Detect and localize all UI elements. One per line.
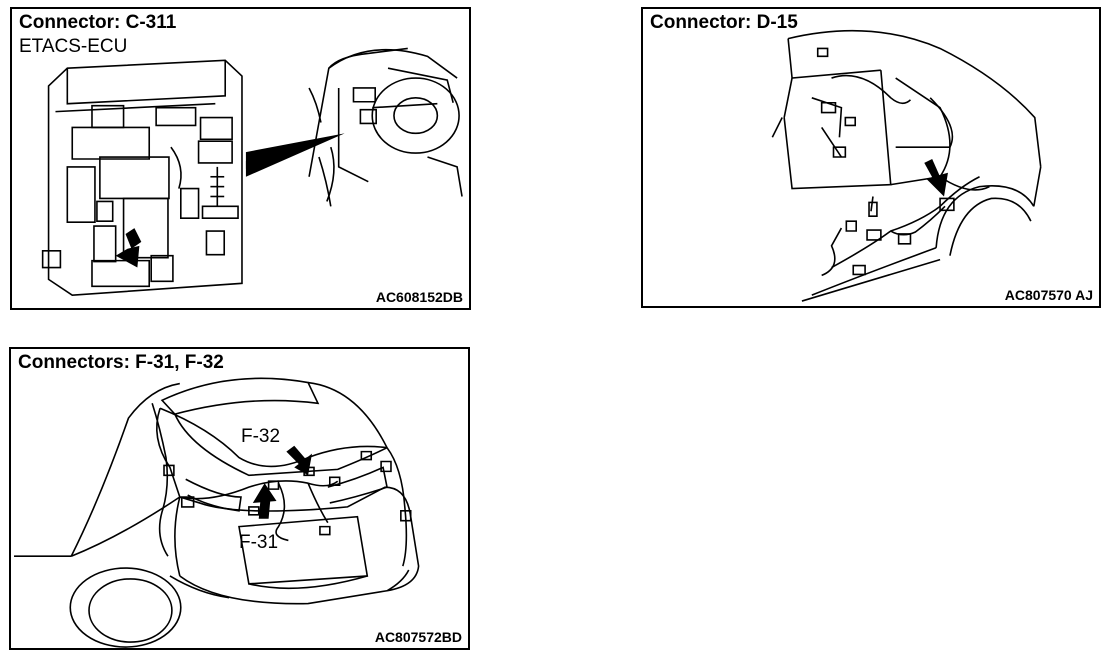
figure-code: AC807572BD [374,629,462,645]
panel-subtitle: ETACS-ECU [19,36,128,57]
tailgate-harness-illustration [11,349,468,648]
callout-f31: F-31 [239,532,279,553]
connector-d15-panel: Connector: D-15 [641,7,1101,308]
rear-quarter-harness-illustration [643,9,1099,306]
connector-c311-panel: Connector: C-311 ETACS-ECU [10,7,471,310]
callout-f32: F-32 [241,426,281,447]
figure-code: AC608152DB [375,289,463,305]
etacs-ecu-illustration [12,9,469,308]
panel-title: Connector: D-15 [650,12,798,33]
panel-title: Connectors: F-31, F-32 [18,352,224,373]
figure-code: AC807570 AJ [1004,287,1093,303]
connectors-f31-f32-panel: Connectors: F-31, F-32 [9,347,470,650]
panel-title: Connector: C-311 [19,12,177,33]
